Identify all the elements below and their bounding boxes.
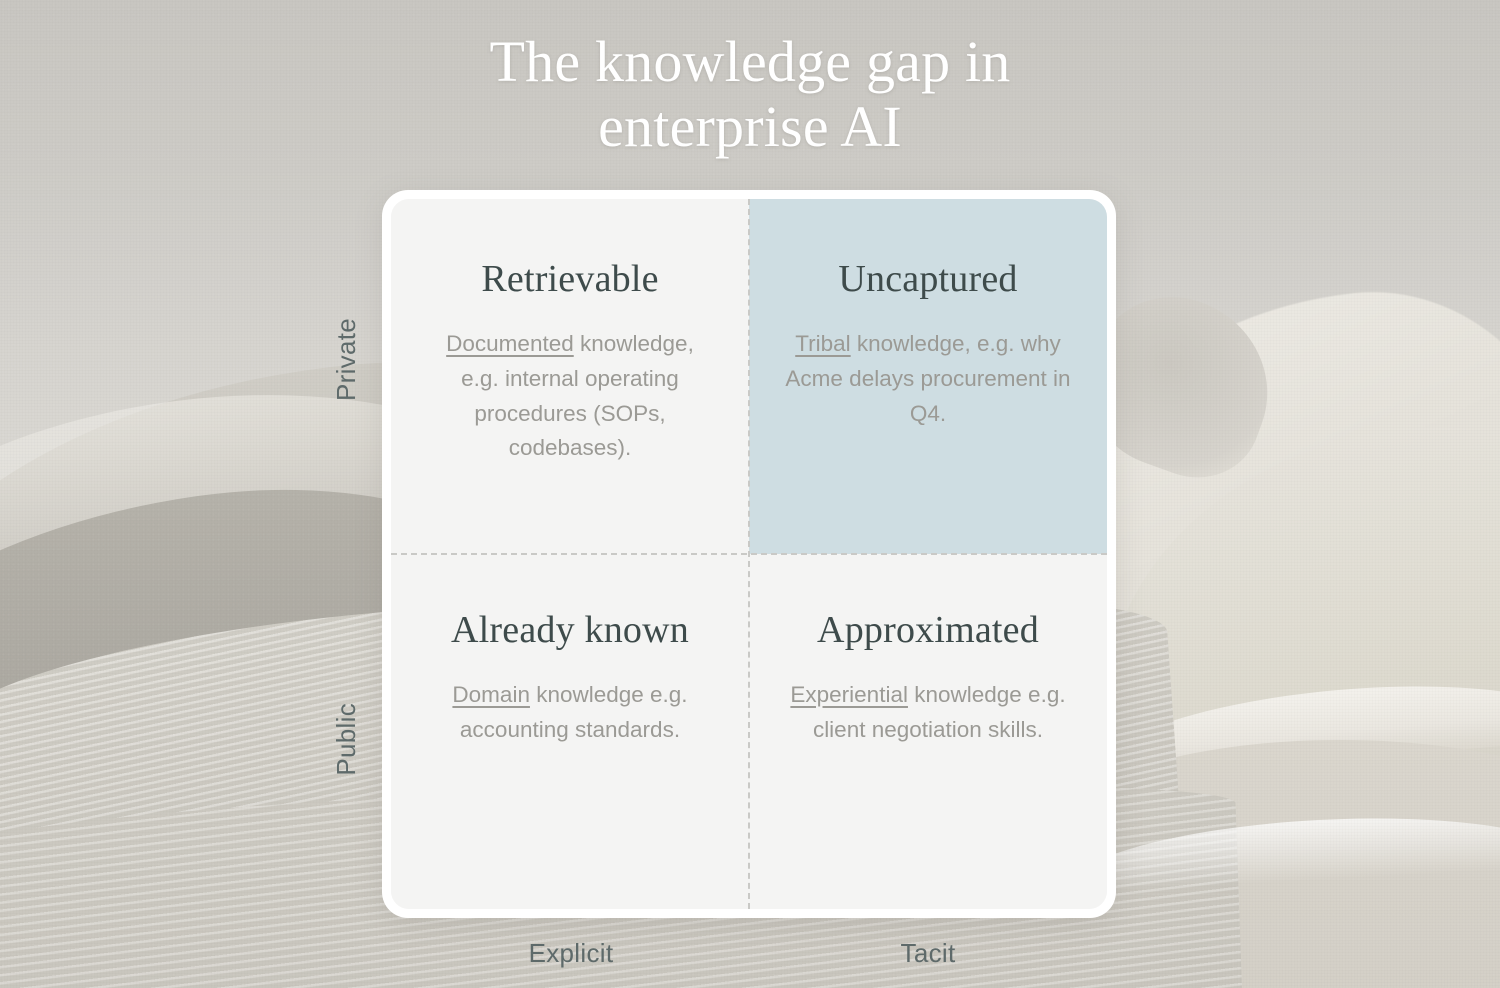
- axis-label-public: Public: [331, 703, 361, 776]
- quadrant-already-known-text: knowledge e.g. accounting standards.: [459, 681, 688, 742]
- quadrant-retrievable-lead: Documented: [446, 330, 574, 356]
- quadrant-approximated[interactable]: Approximated Experiential knowledge e.g.…: [749, 554, 1107, 909]
- quadrant-uncaptured-text: knowledge, e.g. why Acme delays procurem…: [785, 330, 1071, 426]
- page-title-line-1: The knowledge gap in: [489, 29, 1011, 94]
- page-title: The knowledge gap in enterprise AI: [0, 29, 1500, 160]
- quadrant-retrievable-text: knowledge, e.g. internal operating proce…: [461, 330, 694, 461]
- quadrant-approximated-body: Experiential knowledge e.g. client negot…: [783, 678, 1073, 748]
- knowledge-matrix-card: Retrievable Documented knowledge, e.g. i…: [382, 190, 1116, 918]
- quadrant-retrievable[interactable]: Retrievable Documented knowledge, e.g. i…: [391, 199, 749, 554]
- page-title-line-2: enterprise AI: [598, 93, 902, 159]
- quadrant-uncaptured-body: Tribal knowledge, e.g. why Acme delays p…: [783, 327, 1073, 432]
- knowledge-matrix-grid: Retrievable Documented knowledge, e.g. i…: [391, 199, 1107, 909]
- axis-label-explicit: Explicit: [528, 938, 614, 968]
- quadrant-uncaptured-lead: Tribal: [795, 330, 851, 356]
- quadrant-approximated-title: Approximated: [817, 609, 1039, 651]
- quadrant-retrievable-title: Retrievable: [481, 258, 659, 300]
- quadrant-already-known[interactable]: Already known Domain knowledge e.g. acco…: [391, 554, 749, 909]
- quadrant-approximated-text: knowledge e.g. client negotiation skills…: [812, 681, 1066, 742]
- quadrant-retrievable-body: Documented knowledge, e.g. internal oper…: [425, 327, 715, 467]
- quadrant-uncaptured-title: Uncaptured: [838, 258, 1018, 300]
- quadrant-uncaptured[interactable]: Uncaptured Tribal knowledge, e.g. why Ac…: [749, 199, 1107, 554]
- quadrant-already-known-lead: Domain: [452, 681, 530, 707]
- axis-label-tacit: Tacit: [900, 938, 956, 968]
- quadrant-already-known-title: Already known: [451, 609, 689, 651]
- quadrant-already-known-body: Domain knowledge e.g. accounting standar…: [425, 678, 715, 748]
- axis-label-private: Private: [331, 318, 361, 402]
- quadrant-approximated-lead: Experiential: [790, 681, 908, 707]
